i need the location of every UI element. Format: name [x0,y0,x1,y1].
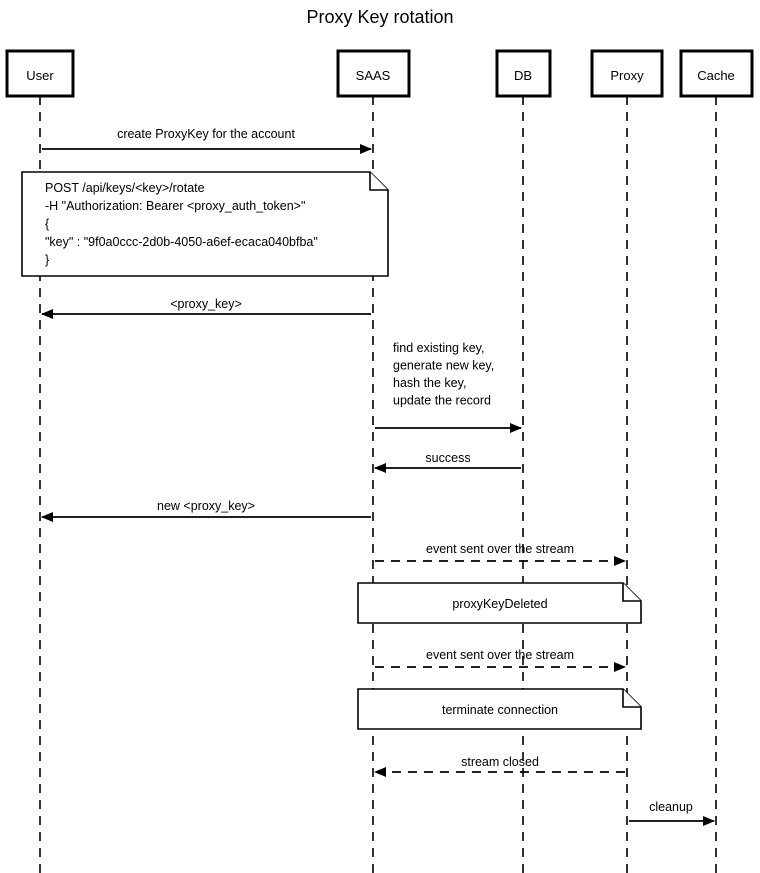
note-body [21,171,389,277]
message-label: stream closed [461,755,539,769]
self-note-line: update the record [393,394,491,408]
actor-box-saas [336,49,411,98]
note-line: } [45,253,49,267]
note-body [357,582,642,624]
actor-proxy[interactable]: Proxy [590,49,664,98]
actor-label-proxy: Proxy [610,68,644,83]
note-line: proxyKeyDeleted [452,597,547,611]
message-label: success [425,451,470,465]
message-label: new <proxy_key> [157,499,255,513]
diagram-title: Proxy Key rotation [306,7,453,27]
message-label: event sent over the stream [426,542,574,556]
actor-saas[interactable]: SAAS [336,49,411,98]
message-m9: cleanup [629,800,715,826]
self-note-line: generate new key, [393,359,494,373]
note-line: "key" : "9f0a0ccc-2d0b-4050-a6ef-ecaca04… [45,235,318,249]
notes-group: POST /api/keys/<key>/rotate -H "Authoriza… [21,171,642,730]
self-note-line: hash the key, [393,376,466,390]
actor-user[interactable]: User [5,49,75,98]
message-label: event sent over the stream [426,648,574,662]
messages-group: create ProxyKey for the account <proxy_ke… [41,127,715,826]
message-m5: new <proxy_key> [41,499,371,522]
actor-box-cache [679,49,754,98]
actor-box-proxy [590,49,664,98]
note-line: -H "Authorization: Bearer <proxy_auth_to… [45,199,305,213]
message-label: <proxy_key> [170,297,242,311]
actor-label-cache: Cache [697,68,735,83]
note-line: { [45,217,49,231]
note-line: terminate connection [442,703,558,717]
actor-db[interactable]: DB [495,49,552,98]
note-line: POST /api/keys/<key>/rotate [45,181,205,195]
message-m6: event sent over the stream [375,542,626,566]
actor-box-user [5,49,75,98]
self-note-line: find existing key, [393,341,484,355]
actor-box-db [495,49,552,98]
message-m1: create ProxyKey for the account [42,127,372,154]
actor-label-user: User [26,68,54,83]
message-m2: <proxy_key> [41,297,371,319]
message-m4: success [374,451,521,473]
message-label: create ProxyKey for the account [117,127,295,141]
note-fold-corner-icon [369,172,388,191]
actor-label-db: DB [514,68,532,83]
actors-group: User SAAS DB Proxy Cache [5,49,754,98]
message-m8: stream closed [374,755,625,777]
note-terminate-connection-note: terminate connection [357,688,642,730]
note-fold-corner-icon [622,583,641,602]
message-label: cleanup [649,800,693,814]
note-fold-corner-icon [622,689,641,708]
actor-label-saas: SAAS [356,68,391,83]
note-body [357,688,642,730]
message-m7: event sent over the stream [375,648,626,672]
note-proxy-key-deleted-note: proxyKeyDeleted [357,582,642,624]
self-notes-group: find existing key, generate new key, hash … [393,341,494,408]
self-note-saas-internal-steps: find existing key, generate new key, hash … [393,341,494,408]
note-request-note: POST /api/keys/<key>/rotate -H "Authoriza… [21,171,389,277]
actor-cache[interactable]: Cache [679,49,754,98]
